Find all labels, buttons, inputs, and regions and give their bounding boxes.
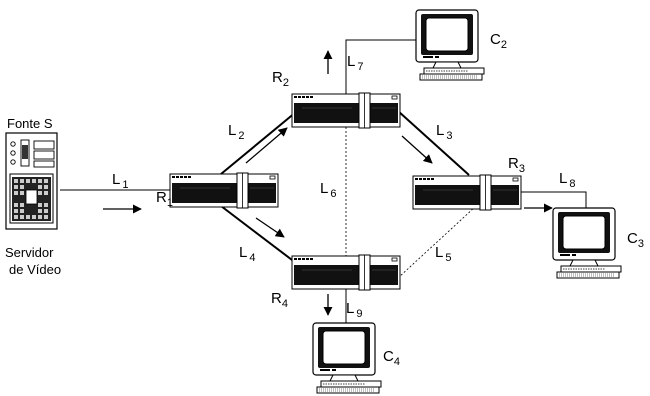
link-l2-line [220, 111, 297, 175]
server-caption-line1: Servidor [5, 245, 54, 260]
link-l7-line [345, 39, 416, 94]
server-title: Fonte S [7, 116, 53, 131]
router-r2-label: R2 [272, 69, 289, 89]
computer-c2-label: C2 [490, 31, 507, 51]
computer-c3 [552, 207, 622, 279]
computer-c3-label: C3 [627, 230, 644, 250]
server-caption-line2: de Vídeo [9, 262, 61, 277]
video-server: Fonte S Servidor de Vídeo [5, 116, 61, 277]
flow-arrows [103, 50, 553, 316]
links [60, 39, 587, 323]
router-r2 [291, 92, 401, 129]
router-r3 [412, 174, 522, 211]
link-l8-line [520, 191, 587, 208]
arrow-l3 [401, 135, 433, 164]
computer-c4 [312, 322, 382, 394]
computer-c2 [415, 9, 485, 81]
link-l5-line [397, 206, 476, 279]
router-r4-label: R4 [271, 290, 288, 310]
computer-c4-label: C4 [383, 348, 400, 368]
router-r3-label: R3 [508, 155, 525, 175]
link-l3-line [397, 110, 470, 176]
router-r4 [291, 254, 401, 291]
arrow-l2 [245, 127, 288, 164]
link-l4-line [220, 205, 297, 264]
router-r1 [169, 172, 279, 209]
arrow-l4 [255, 217, 285, 238]
router-r1-label: R1 [156, 189, 173, 209]
